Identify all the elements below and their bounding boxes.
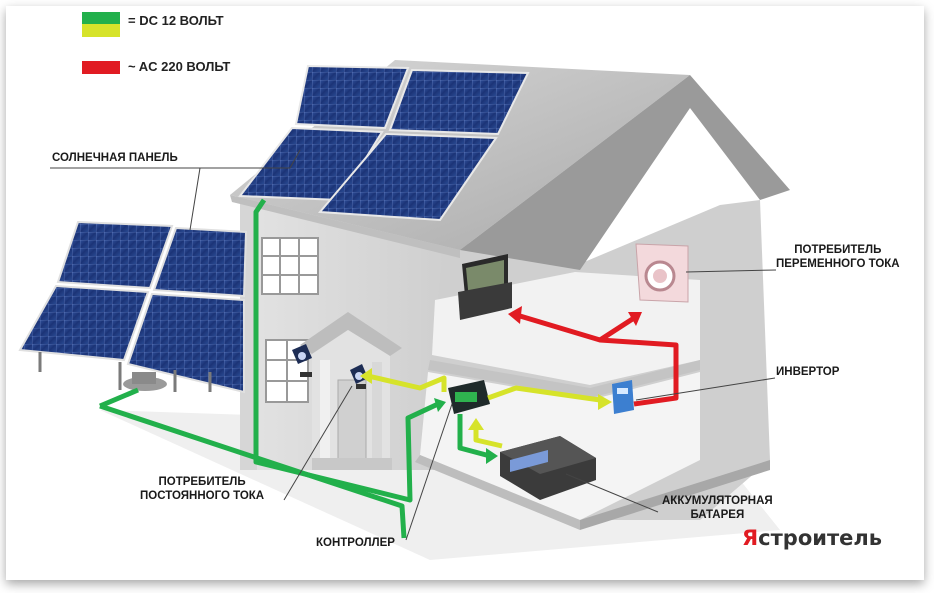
washing-machine-icon (635, 243, 689, 303)
label-dc-consumer-line2: ПОСТОЯННОГО ТОКА (140, 490, 265, 502)
wall-lamp-porch-icon (350, 364, 368, 389)
legend-dc-green-swatch (82, 12, 120, 25)
label-ac-consumer: ПОТРЕБИТЕЛЬ ПЕРЕМЕННОГО ТОКА (776, 243, 900, 271)
legend-dc-label: = DC 12 ВОЛЬТ (128, 13, 224, 28)
battery-icon (500, 436, 596, 500)
label-dc-consumer: ПОТРЕБИТЕЛЬ ПОСТОЯННОГО ТОКА (140, 475, 264, 503)
controller-icon (448, 380, 490, 414)
label-dc-consumer-line1: ПОТРЕБИТЕЛЬ (158, 476, 246, 488)
ac-wiring-red (519, 313, 679, 407)
leader-lines (50, 149, 777, 541)
label-battery: АККУМУЛЯТОРНАЯ БАТАРЕЯ (662, 494, 773, 522)
label-battery-line1: АККУМУЛЯТОРНАЯ (662, 495, 773, 507)
ground-solar-array (18, 220, 248, 394)
legend-ac-label: ~ AC 220 ВОЛЬТ (128, 59, 231, 74)
brand-first-letter: Я (742, 526, 759, 550)
label-solar-panel: СОЛНЕЧНАЯ ПАНЕЛЬ (52, 152, 178, 164)
upper-window (261, 237, 319, 295)
roof-solar-panels (238, 64, 530, 222)
dc-wiring-yellow (367, 373, 601, 449)
porch (300, 312, 402, 470)
dc-wiring-green (99, 198, 491, 539)
tv-icon (458, 254, 512, 320)
label-inverter: ИНВЕРТОР (776, 366, 840, 378)
legend-ac-swatch (82, 61, 120, 74)
dc-arrowheads (360, 368, 612, 464)
ac-arrowheads (508, 306, 642, 326)
label-battery-line2: БАТАРЕЯ (690, 509, 745, 521)
inverter-icon (612, 380, 634, 414)
legend-dc-yellow-swatch (82, 24, 120, 37)
label-ac-consumer-line2: ПЕРЕМЕННОГО ТОКА (776, 258, 900, 270)
brand-logo: Ястроитель (742, 526, 882, 550)
wall-lamp-left-icon (292, 344, 312, 377)
brand-rest: строитель (758, 526, 883, 550)
label-controller: КОНТРОЛЛЕР (316, 537, 395, 549)
label-ac-consumer-line1: ПОТРЕБИТЕЛЬ (794, 244, 882, 256)
